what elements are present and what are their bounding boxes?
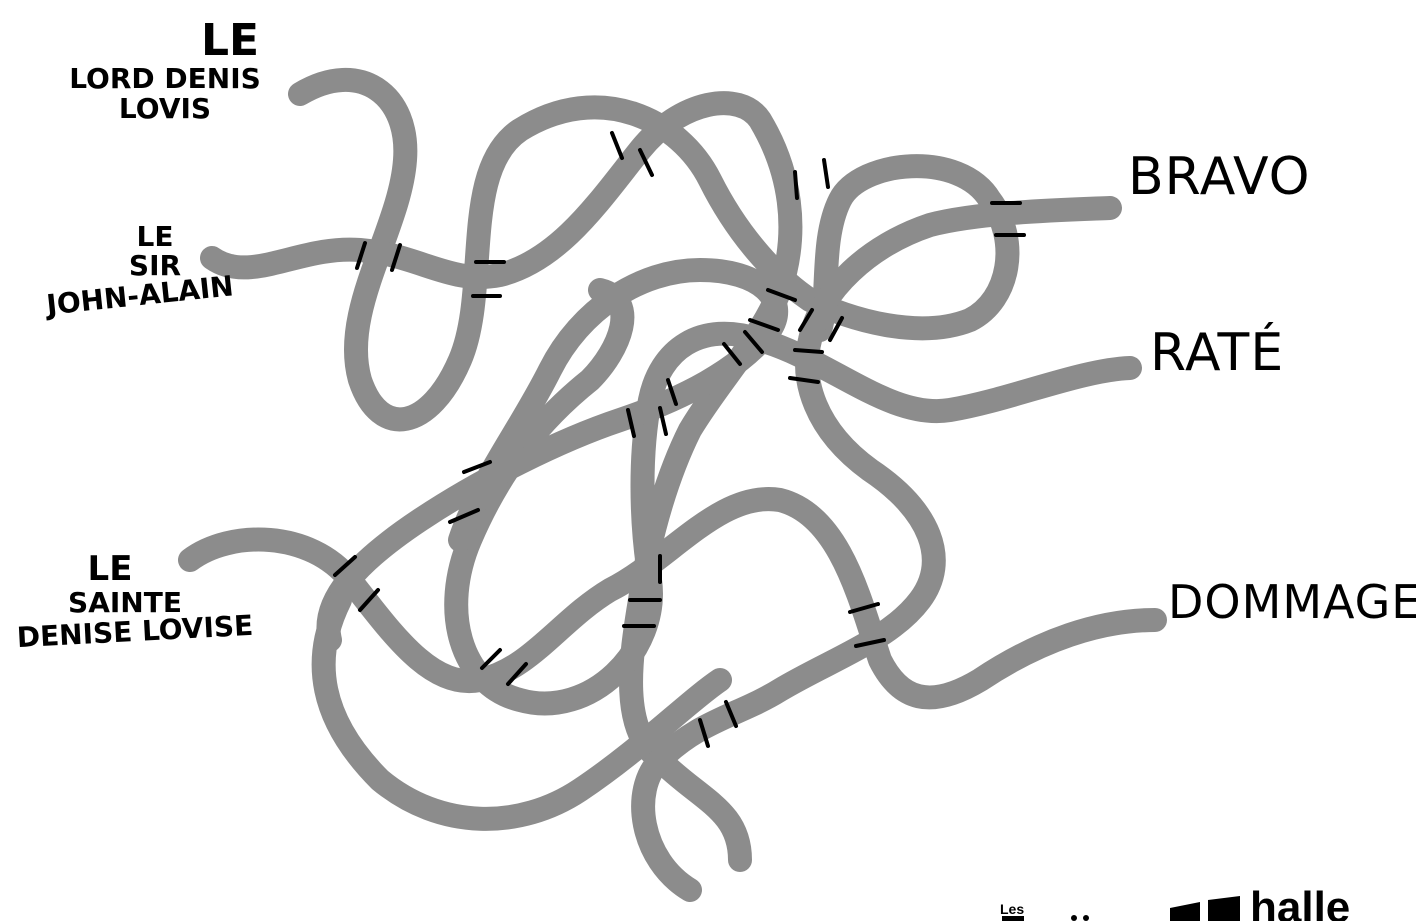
player-lord-line-3: LOVIS [118, 91, 212, 125]
crossing-tick [462, 460, 492, 474]
crossing-tick [724, 700, 738, 728]
crossing-ticks [333, 131, 1026, 748]
crossing-tick [390, 243, 402, 272]
crossing-tick [766, 288, 797, 302]
crossing-tick [506, 662, 528, 686]
crossing-tick [355, 241, 367, 270]
player-sainte-line-2: SAINTE [68, 585, 182, 619]
outcome-bravo: BRAVO [1128, 147, 1311, 207]
path-lord [288, 67, 1020, 432]
outcome-dommage: DOMMAGE [1168, 575, 1416, 629]
publisher-logo: Les halle [1000, 888, 1350, 921]
crossing-tick [722, 342, 742, 366]
crossing-tick [658, 406, 668, 436]
tube-extra-4 [311, 588, 732, 831]
path-extra-4 [311, 588, 732, 831]
tube-extra-3 [316, 258, 788, 652]
player-sir-line-1: LE [136, 220, 174, 253]
crossing-tick [698, 718, 710, 748]
crossing-tick [610, 131, 624, 160]
tube-lord [288, 67, 1020, 432]
player-lord-line-1: LE [200, 15, 260, 66]
crossing-tick [666, 378, 678, 406]
crossing-tick [333, 555, 357, 577]
path-extra-3 [316, 258, 788, 652]
crossing-tick [854, 638, 886, 648]
crossing-tick [626, 408, 636, 438]
crossing-tick [748, 318, 780, 332]
crossing-tick [638, 148, 654, 177]
path-extra-1 [631, 196, 1122, 902]
crossing-tick [798, 308, 814, 332]
crossing-tick [743, 330, 764, 354]
player-sainte-line-1: LE [87, 549, 133, 589]
tube-extra-2 [444, 278, 1142, 716]
crossing-tick [448, 508, 480, 524]
svg-text:Les: Les [1000, 901, 1024, 917]
crossing-tick [358, 588, 380, 612]
path-extra-2 [444, 278, 1142, 716]
crossing-tick [848, 602, 880, 614]
crossing-tick [822, 158, 830, 189]
tube-sainte [178, 487, 1167, 710]
path-sainte [178, 487, 1167, 710]
crossing-tick [793, 348, 824, 354]
player-label-sainte: LE SAINTE DENISE LOVISE [10, 549, 260, 654]
crossing-tick [828, 316, 844, 342]
player-label-sir: LE SIR JOHN-ALAIN [20, 220, 260, 322]
tube-extra-1 [631, 196, 1122, 902]
crossing-tick [788, 376, 820, 384]
svg-text:halle: halle [1250, 888, 1350, 921]
tube-sir [200, 91, 803, 872]
path-sir [200, 91, 803, 872]
player-lord-line-2: LORD DENIS [69, 62, 261, 96]
crossing-tick [480, 648, 502, 670]
player-label-lord: LE LORD DENIS LOVIS [40, 15, 290, 125]
player-sir-line-2: SIR [128, 249, 182, 283]
outcome-rate: RATÉ [1150, 323, 1285, 383]
crossing-tick [793, 170, 799, 200]
